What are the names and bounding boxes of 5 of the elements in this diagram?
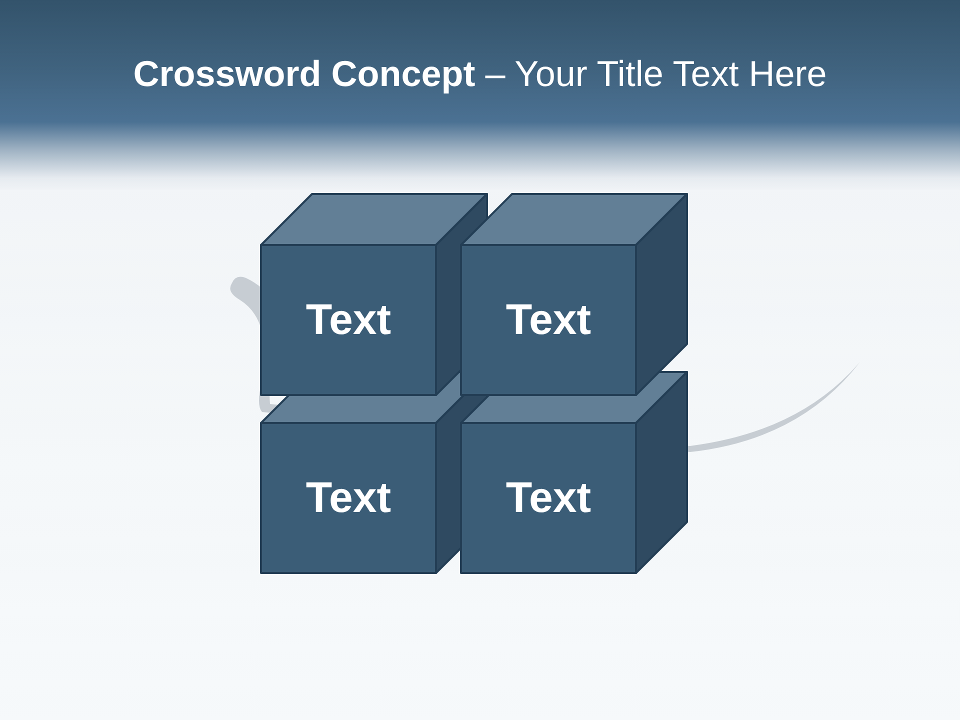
cube-label: Text	[306, 296, 392, 344]
title: Crossword Concept – Your Title Text Here	[133, 52, 827, 96]
cube-label: Text	[506, 296, 592, 344]
cube-label: Text	[506, 474, 592, 522]
cube-label: Text	[306, 474, 392, 522]
